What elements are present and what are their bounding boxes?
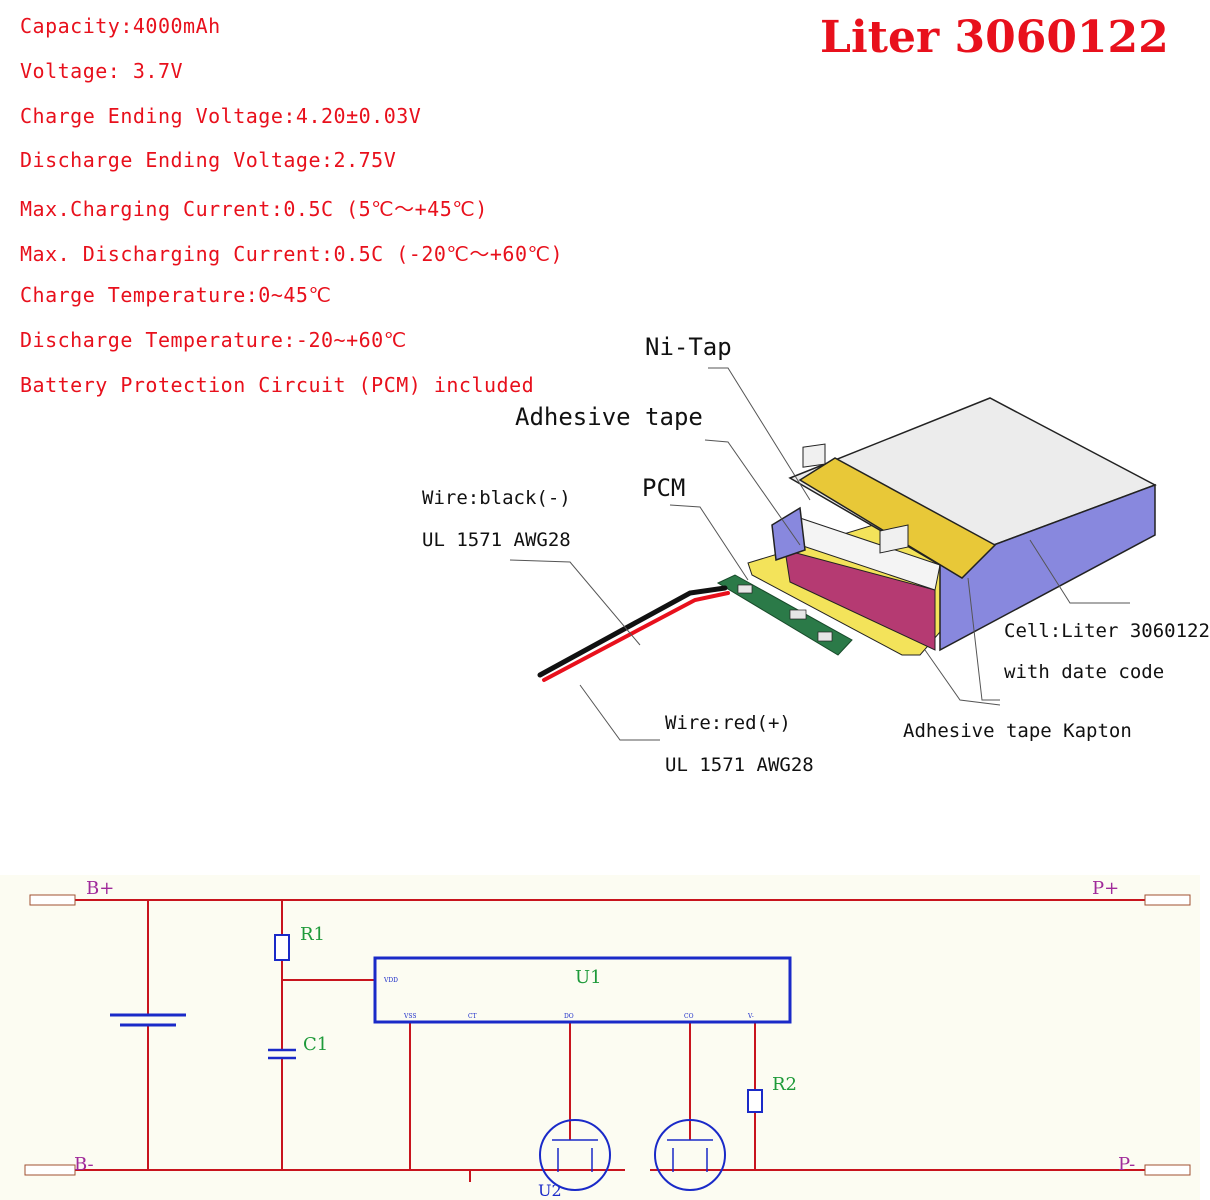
sch-label-b-minus: B-	[74, 1154, 94, 1175]
leader-pcm	[669, 504, 749, 581]
cell-side-left	[771, 506, 806, 562]
label-wire-black-spec: UL 1571 AWG28	[422, 529, 571, 551]
pcm-chip-2	[789, 609, 807, 620]
spec-max-discharging-current: Max. Discharging Current:0.5C (-20℃～+60℃…	[20, 242, 563, 266]
pin-co: CO	[684, 1013, 694, 1020]
label-wire-red-spec: UL 1571 AWG28	[665, 754, 814, 776]
cell-inner-area	[784, 549, 936, 651]
sch-label-p-minus: P-	[1118, 1154, 1135, 1175]
pcm-schematic: B+ B- P+ P- R1 C1 R2 U1 U2 VDD VSS CT DO…	[0, 875, 1200, 1200]
sch-label-b-plus: B+	[86, 878, 114, 899]
spec-pcm-included: Battery Protection Circuit (PCM) include…	[20, 373, 535, 397]
spec-max-charging-current: Max.Charging Current:0.5C (5℃～+45℃)	[20, 197, 488, 221]
wire-red	[542, 591, 730, 682]
leader-kapton-2	[924, 649, 1001, 706]
product-title: Liter 3060122	[820, 12, 1169, 63]
leader-kapton-1	[967, 577, 1000, 701]
spec-voltage: Voltage: 3.7V	[20, 59, 184, 83]
leader-cell	[1029, 539, 1130, 604]
pin-v-minus: V-	[747, 1013, 754, 1020]
label-wire-black: Wire:black(-)	[422, 487, 571, 509]
u1-ic	[373, 956, 792, 1024]
pin-vdd: VDD	[383, 977, 398, 984]
mosfet-1	[539, 1119, 611, 1191]
spec-charge-ending-voltage: Charge Ending Voltage:4.20±0.03V	[20, 104, 422, 128]
label-pcm: PCM	[642, 474, 686, 502]
sch-label-c1: C1	[303, 1034, 328, 1055]
ni-tab-1	[802, 443, 826, 468]
ni-tab-2	[879, 524, 909, 554]
label-wire-red: Wire:red(+)	[665, 712, 791, 734]
spec-capacity: Capacity:4000mAh	[20, 14, 221, 38]
terminal-p-plus	[1144, 894, 1191, 906]
terminal-p-minus	[1144, 1164, 1191, 1176]
spec-discharge-temperature: Discharge Temperature:-20~+60℃	[20, 328, 407, 352]
sch-label-r2: R2	[772, 1074, 797, 1095]
r2-resistor	[747, 1089, 763, 1113]
leader-adhesive-tape	[704, 439, 801, 546]
pcm-chip-3	[817, 631, 833, 642]
pin-ct: CT	[468, 1013, 477, 1020]
r1-resistor	[274, 934, 290, 961]
leader-ni-tap	[708, 367, 811, 501]
label-cell: Cell:Liter 3060122	[1004, 620, 1210, 642]
sch-label-u2: U2	[538, 1181, 562, 1200]
sch-label-r1: R1	[300, 924, 325, 945]
sch-label-u1: U1	[575, 967, 602, 988]
label-cell-date: with date code	[1004, 661, 1165, 683]
label-kapton: Adhesive tape Kapton	[903, 720, 1132, 742]
spec-discharge-ending-voltage: Discharge Ending Voltage:2.75V	[20, 148, 397, 172]
spec-charge-temperature: Charge Temperature:0~45℃	[20, 283, 332, 307]
battery-illustration	[509, 367, 1157, 741]
label-adhesive-tape: Adhesive tape	[515, 403, 703, 431]
terminal-b-minus	[24, 1164, 76, 1176]
pcm-chip-1	[737, 584, 753, 594]
mosfet-2	[654, 1119, 726, 1191]
pin-do: DO	[564, 1013, 574, 1020]
sch-label-p-plus: P+	[1092, 878, 1119, 899]
leader-wire-black	[509, 559, 641, 646]
terminal-b-plus	[29, 894, 76, 906]
label-ni-tap: Ni-Tap	[645, 333, 732, 361]
leader-wire-red	[579, 684, 660, 741]
wire-black	[537, 585, 728, 678]
pin-vss: VSS	[403, 1013, 416, 1020]
